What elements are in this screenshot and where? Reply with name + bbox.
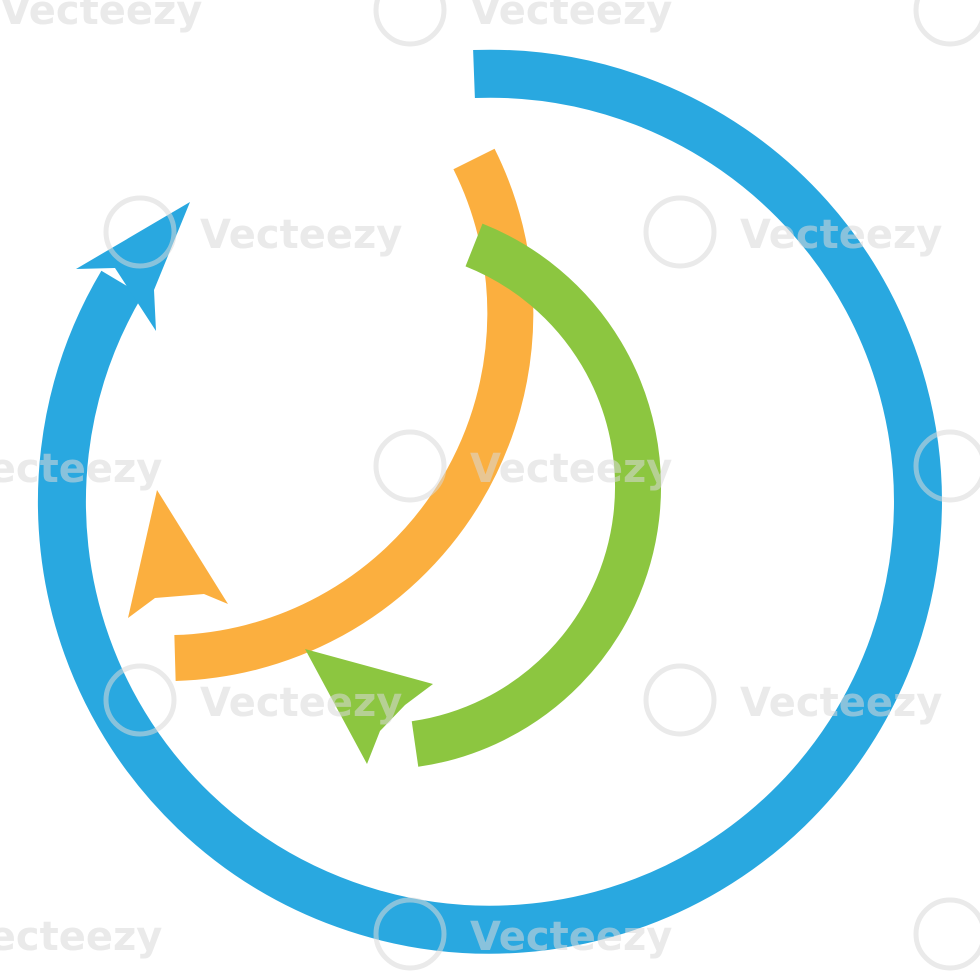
watermark-row4-right: Vecteezy [643, 663, 942, 737]
watermark-row3-left: Vecteezy [0, 446, 162, 492]
watermark-logo-icon [373, 897, 447, 971]
watermark-text: Vecteezy [200, 212, 402, 258]
watermark-text: Vecteezy [470, 914, 672, 960]
watermark-logo-icon [913, 897, 980, 971]
watermark-bottom-center: Vecteezy [373, 897, 672, 971]
watermark-text: Vecteezy [200, 680, 402, 726]
outer-arrow-arc [37, 49, 942, 954]
watermark-logo-icon [913, 0, 980, 47]
watermark-top-right [913, 0, 980, 47]
watermark-row2-right: Vecteezy [643, 195, 942, 269]
watermark-top-center: Vecteezy [373, 0, 672, 47]
watermark-row3-right [913, 429, 980, 503]
middle-arrow-head [128, 490, 228, 618]
watermark-text: Vecteezy [740, 212, 942, 258]
watermark-text: Vecteezy [740, 680, 942, 726]
watermark-row2-left: Vecteezy [103, 195, 402, 269]
watermark-logo-icon [103, 195, 177, 269]
inner-arrow-arc [411, 223, 662, 767]
watermark-text: Vecteezy [470, 446, 672, 492]
inner-arrow-head [305, 649, 433, 764]
watermark-logo-icon [913, 429, 980, 503]
watermark-logo-icon [643, 195, 717, 269]
watermark-text: Vecteezy [0, 914, 162, 960]
watermark-bottom-left: Vecteezy [0, 914, 162, 960]
watermark-logo-icon [103, 663, 177, 737]
watermark-logo-icon [643, 663, 717, 737]
watermark-bottom-right [913, 897, 980, 971]
watermark-logo-icon [373, 0, 447, 47]
watermark-text: Vecteezy [0, 446, 162, 492]
watermark-text: Vecteezy [470, 0, 672, 34]
watermark-row3-center: Vecteezy [373, 429, 672, 503]
watermark-top-left: Vecteezy [0, 0, 202, 34]
watermark-text: Vecteezy [0, 0, 202, 34]
watermark-row4-left: Vecteezy [103, 663, 402, 737]
inner-arrow [305, 223, 662, 767]
watermark-logo-icon [373, 429, 447, 503]
